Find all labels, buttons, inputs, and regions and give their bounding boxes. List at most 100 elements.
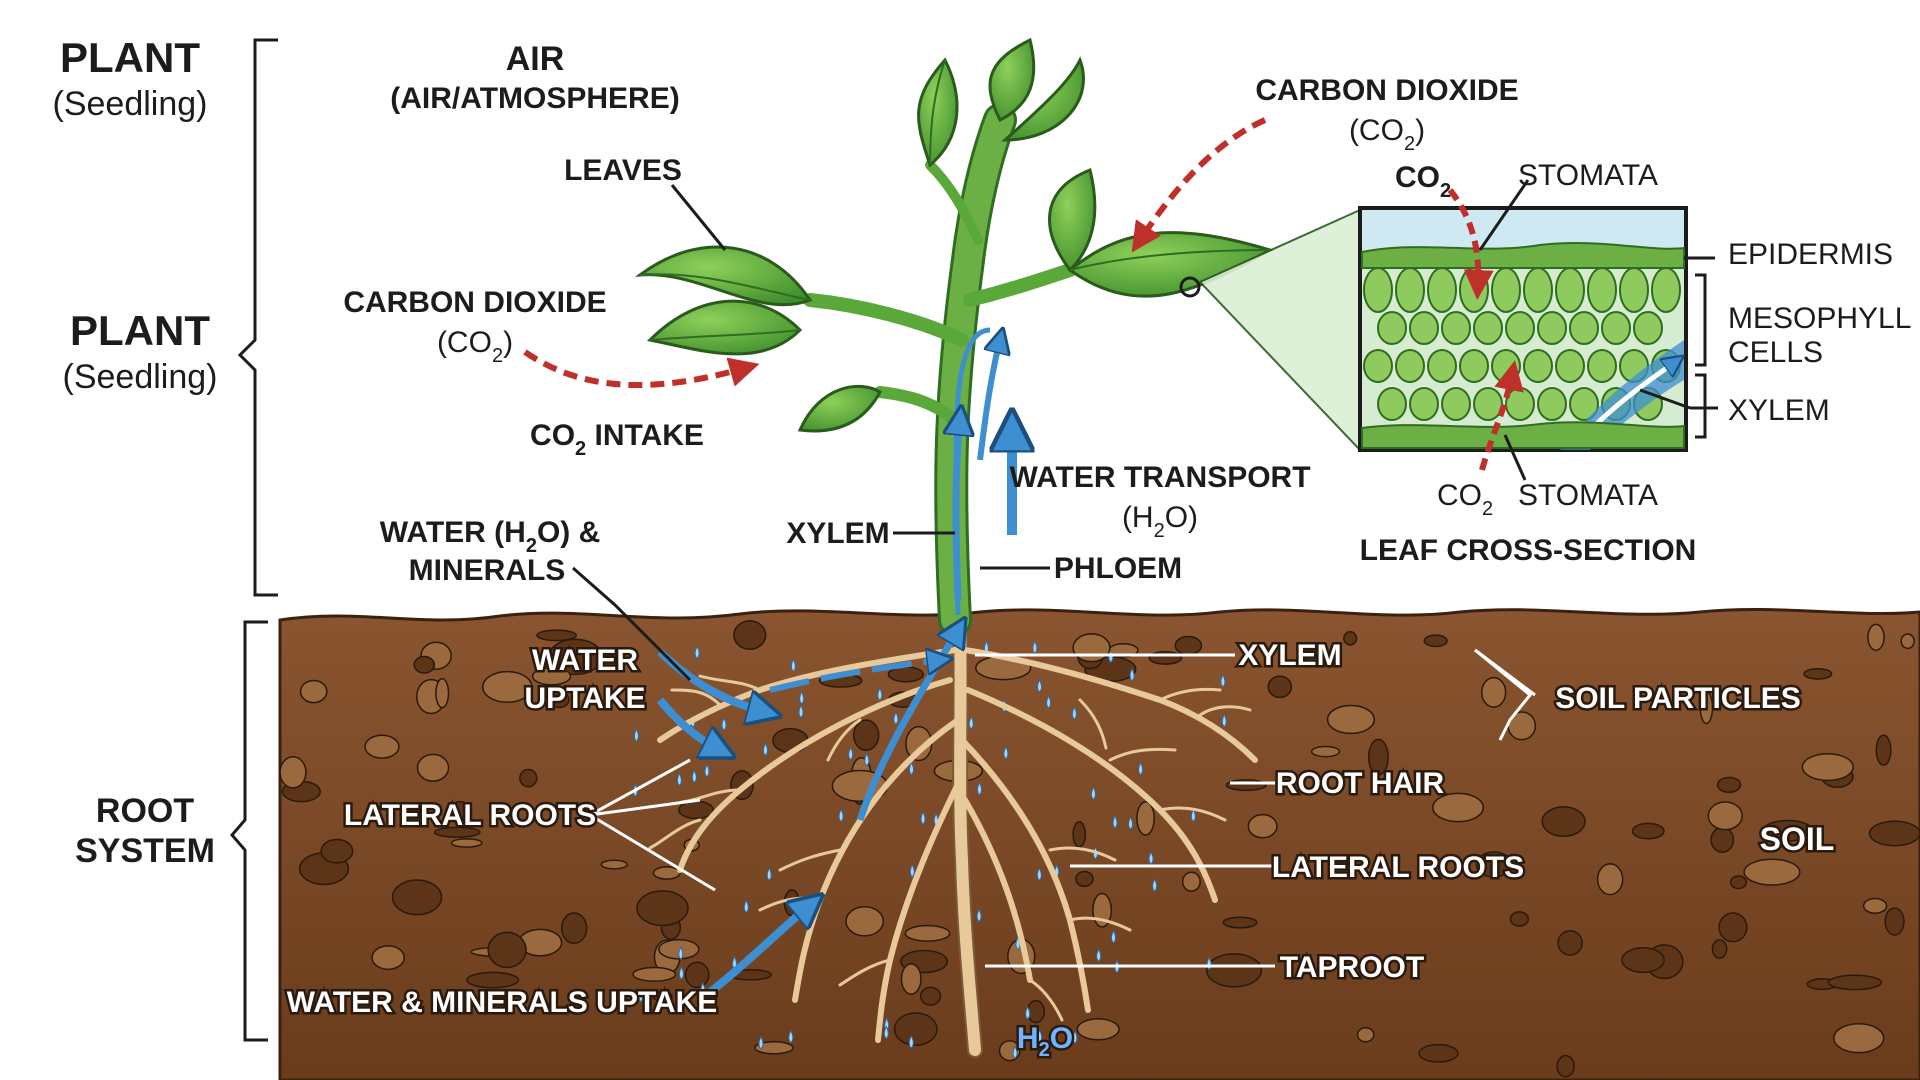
water-droplet bbox=[638, 988, 644, 1003]
water-droplet bbox=[1152, 878, 1158, 892]
soil-particle bbox=[632, 966, 677, 982]
stomata-top-label: STOMATA bbox=[1518, 159, 1658, 192]
water-droplet bbox=[838, 808, 844, 823]
leaves bbox=[634, 37, 1274, 433]
soil-particle bbox=[1026, 999, 1046, 1024]
inset-co2-bottom-label: CO2 bbox=[1437, 479, 1493, 520]
water-droplet bbox=[691, 769, 697, 784]
water-uptake-label-line1: WATER bbox=[532, 644, 638, 677]
water-droplet bbox=[694, 645, 700, 660]
soil-particle bbox=[1631, 822, 1665, 840]
soil-particle bbox=[845, 906, 885, 937]
mesophyll-cell bbox=[1473, 311, 1503, 345]
soil-particle bbox=[1710, 826, 1735, 853]
water-droplet bbox=[762, 742, 768, 757]
mesophyll-cell bbox=[1377, 311, 1407, 345]
mesophyll-cell bbox=[1569, 311, 1599, 345]
phloem-label: PHLOEM bbox=[1054, 552, 1182, 585]
mesophyll-cell bbox=[1537, 387, 1567, 421]
co2-left-label-line2: (CO2) bbox=[437, 326, 513, 367]
mesophyll-cell bbox=[1409, 387, 1439, 421]
soil-particle bbox=[320, 838, 354, 864]
water-droplet bbox=[1129, 667, 1135, 682]
soil-particle bbox=[1729, 875, 1748, 890]
co2-right-label-line2: (CO2) bbox=[1349, 114, 1425, 155]
plant-mid-subtitle: (Seedling) bbox=[63, 358, 218, 396]
mesophyll-cell bbox=[1473, 387, 1503, 421]
mesophyll-cell bbox=[1363, 267, 1393, 313]
soil-particles-label: SOIL PARTICLES bbox=[1555, 682, 1801, 715]
mesophyll-cell bbox=[1587, 349, 1617, 383]
soil-particle bbox=[450, 838, 483, 848]
root-system bbox=[648, 612, 1258, 1058]
soil-particle bbox=[900, 963, 922, 995]
co2-right-label-line1: CARBON DIOXIDE bbox=[1255, 74, 1518, 107]
soil-particle bbox=[754, 1040, 794, 1055]
soil-particle bbox=[1862, 897, 1888, 914]
root-hair-label: ROOT HAIR bbox=[1276, 767, 1445, 800]
soil-particle bbox=[1509, 911, 1530, 927]
water-uptake-label-line2: UPTAKE bbox=[524, 682, 645, 715]
soil-particle bbox=[733, 620, 767, 650]
soil-particle bbox=[279, 756, 307, 789]
water-droplet bbox=[1090, 786, 1096, 801]
soil-particle bbox=[1481, 676, 1507, 708]
water-droplet bbox=[758, 1035, 764, 1050]
air-sublabel: (AIR/ATMOSPHERE) bbox=[390, 82, 679, 115]
soil-particle bbox=[1827, 974, 1883, 991]
soil-particle bbox=[1222, 916, 1258, 929]
mesophyll-cell bbox=[1441, 311, 1471, 345]
water-droplet bbox=[976, 908, 982, 923]
xylem-root-label: XYLEM bbox=[1238, 639, 1341, 672]
epidermis-label: EPIDERMIS bbox=[1728, 238, 1893, 271]
lateral-roots-left-label: LATERAL ROOTS bbox=[344, 799, 596, 832]
stem-water-arrows bbox=[956, 340, 1000, 601]
soil-particle bbox=[560, 912, 588, 945]
soil-particle bbox=[1181, 871, 1201, 892]
co2-intake-label: CO2 INTAKE bbox=[530, 419, 704, 460]
water-droplet bbox=[790, 658, 796, 673]
brackets bbox=[230, 38, 1707, 1042]
soil-particle bbox=[536, 629, 578, 642]
water-droplet bbox=[1221, 713, 1227, 728]
soil-particle bbox=[1718, 912, 1748, 943]
water-droplet bbox=[1111, 929, 1117, 944]
water-droplet bbox=[968, 715, 974, 730]
water-droplet bbox=[676, 772, 682, 787]
soil-particle bbox=[1556, 1054, 1575, 1078]
soil-particle bbox=[1801, 752, 1854, 782]
water-droplet bbox=[909, 863, 915, 878]
water-droplet bbox=[1037, 1029, 1043, 1044]
soil-particle bbox=[1072, 633, 1111, 663]
water-droplet bbox=[704, 763, 710, 778]
soil-particle bbox=[600, 859, 628, 870]
soil-particle bbox=[1867, 623, 1885, 651]
lateral-roots-right-label: LATERAL ROOTS bbox=[1272, 851, 1524, 884]
plant-mid-title: PLANT bbox=[70, 307, 210, 354]
water-droplet bbox=[678, 946, 684, 960]
mesophyll-cell bbox=[1459, 349, 1489, 383]
mesophyll-label-line2: CELLS bbox=[1728, 336, 1823, 369]
soil-particle bbox=[299, 679, 328, 704]
soil-particle bbox=[1225, 779, 1267, 792]
water-droplet bbox=[1036, 867, 1042, 882]
soil-particle bbox=[1557, 929, 1583, 956]
soil-particle bbox=[636, 890, 689, 927]
soil-particle bbox=[1367, 738, 1389, 776]
soil-particle bbox=[1743, 858, 1801, 886]
soil-particle bbox=[1075, 870, 1094, 888]
leader-lines bbox=[572, 179, 1718, 968]
water-droplet bbox=[633, 728, 639, 742]
leaf-cross-section-title: LEAF CROSS-SECTION bbox=[1360, 534, 1697, 567]
mesophyll-cell bbox=[1395, 267, 1425, 313]
mesophyll-cell bbox=[1363, 349, 1393, 383]
mesophyll-cell bbox=[1441, 387, 1471, 421]
soil-particle bbox=[1072, 821, 1087, 848]
water-minerals-uptake-label: WATER & MINERALS UPTAKE bbox=[287, 986, 718, 1019]
soil-particle bbox=[482, 670, 533, 704]
root-water-arrows bbox=[656, 630, 958, 1004]
soil-particles bbox=[279, 620, 1920, 1078]
mesophyll-cell bbox=[1651, 267, 1681, 313]
soil-particle bbox=[433, 826, 481, 838]
